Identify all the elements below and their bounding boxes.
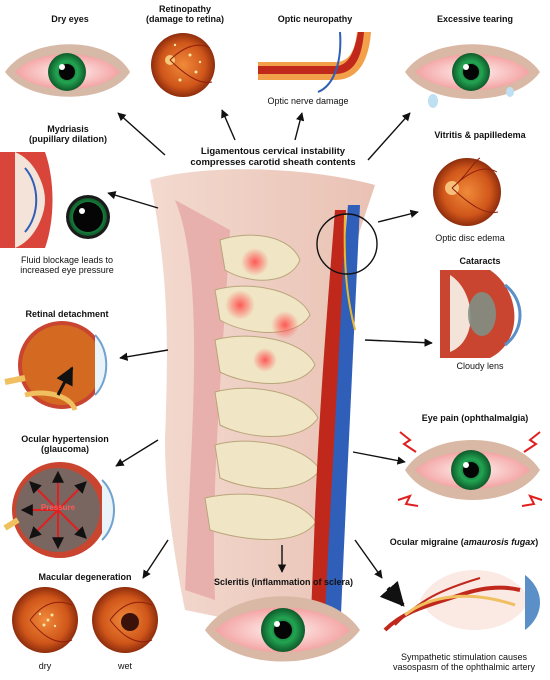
- ocular-migraine-caption-line1: Sympathetic stimulation causes: [400, 652, 528, 662]
- eye-pain-title: Eye pain (ophthalmalgia): [421, 413, 529, 423]
- eye-pain-illustration: [397, 431, 543, 507]
- retinopathy-subtitle: (damage to retina): [145, 14, 224, 25]
- ocular-migraine-title-italic: amaurosis fugax: [463, 537, 536, 547]
- retinopathy-title: Retinopathy: [158, 4, 211, 14]
- macular-degeneration-illustration: [12, 587, 158, 653]
- dry-eye-illustration: [5, 44, 130, 97]
- retinopathy-title-group: Retinopathy (damage to retina): [145, 4, 225, 25]
- optic-neuropathy-title: Optic neuropathy: [277, 14, 353, 24]
- optic-nerve-illustration: [255, 31, 371, 93]
- mydriasis-title: Mydriasis: [47, 124, 89, 134]
- tearing-eye-illustration: [405, 44, 540, 108]
- ocular-hypertension-title: Ocular hypertension: [21, 434, 109, 444]
- connector-arrows: [107, 109, 433, 579]
- macular-dry-label: dry: [38, 661, 52, 671]
- excessive-tearing-title: Excessive tearing: [436, 14, 514, 24]
- central-caption-line1: Ligamentous cervical instability: [200, 146, 346, 157]
- retinal-detachment-title: Retinal detachment: [25, 309, 109, 319]
- mydriasis-title-group: Mydriasis (pupillary dilation): [8, 124, 128, 145]
- ocular-migraine-illustration: [379, 570, 540, 632]
- scleritis-illustration: [205, 596, 360, 662]
- mydriasis-illustration: [0, 152, 110, 248]
- mydriasis-subtitle: (pupillary dilation): [29, 134, 107, 145]
- macular-degeneration-title: Macular degeneration: [38, 572, 132, 582]
- cataracts-caption: Cloudy lens: [456, 361, 504, 371]
- ocular-migraine-title: Ocular migraine (amaurosis fugax): [378, 537, 550, 547]
- optic-neuropathy-caption: Optic nerve damage: [267, 96, 349, 106]
- vitritis-fundus: [433, 157, 501, 226]
- ocular-hypertension-subtitle: (glaucoma): [40, 444, 89, 455]
- ocular-migraine-caption: Sympathetic stimulation causes vasospasm…: [378, 652, 550, 673]
- retinal-detachment-illustration: [4, 321, 108, 412]
- cataracts-title: Cataracts: [459, 256, 501, 266]
- central-caption: Ligamentous cervical instability compres…: [178, 146, 368, 169]
- neck-anatomy: [150, 169, 378, 640]
- dry-eyes-title: Dry eyes: [51, 14, 89, 24]
- glaucoma-illustration: [3, 462, 115, 558]
- mydriasis-caption: Fluid blockage leads to increased eye pr…: [2, 255, 132, 276]
- mydriasis-caption-line1: Fluid blockage leads to: [20, 255, 114, 265]
- scleritis-title: Scleritis (inflammation of sclera): [213, 577, 354, 587]
- mydriasis-caption-line2: increased eye pressure: [20, 265, 114, 276]
- macular-wet-label: wet: [117, 661, 132, 671]
- retinopathy-fundus: [151, 33, 215, 97]
- cataract-illustration: [440, 270, 540, 358]
- ocular-migraine-title-suffix: ): [535, 537, 539, 547]
- vitritis-caption: Optic disc edema: [435, 233, 505, 243]
- vitritis-title: Vitritis & papilledema: [434, 130, 526, 140]
- ocular-migraine-caption-line2: vasospasm of the ophthalmic artery: [392, 662, 536, 673]
- ocular-hypertension-title-group: Ocular hypertension (glaucoma): [10, 434, 120, 455]
- pressure-label: Pressure: [40, 503, 76, 512]
- central-caption-line2: compresses carotid sheath contents: [190, 157, 356, 169]
- ocular-migraine-title-prefix: Ocular migraine (: [389, 537, 464, 547]
